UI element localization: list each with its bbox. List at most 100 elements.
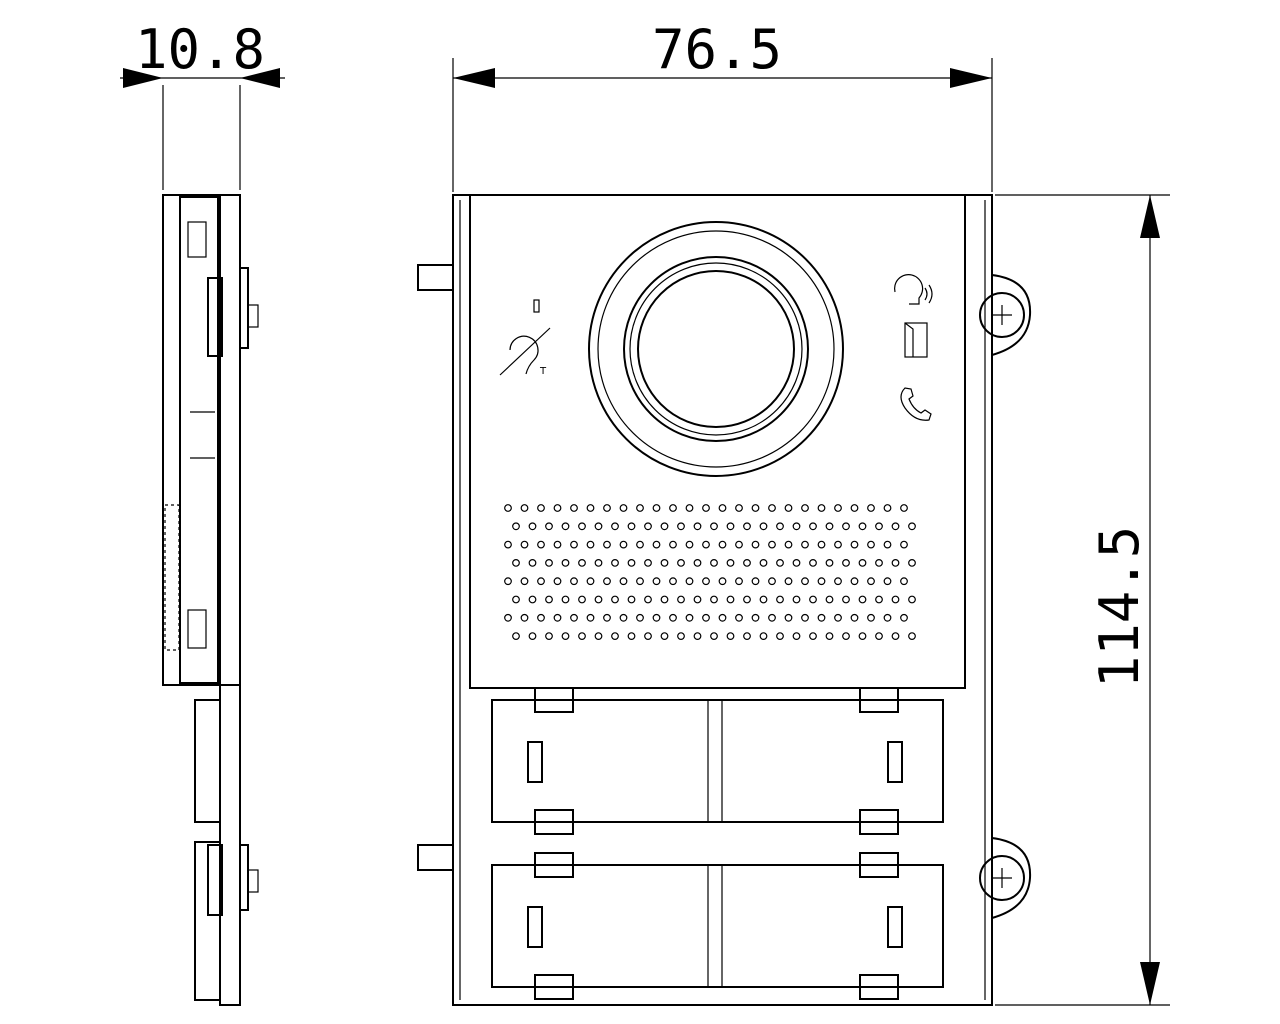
grille-hole [677,559,685,567]
name-label-slot [887,906,903,948]
grille-hole [900,540,908,549]
grille-hole [570,613,578,622]
grille-hole [561,522,570,531]
speaker-grille [504,504,916,640]
grille-hole [825,522,834,531]
grille-hole [792,632,801,640]
grille-hole [726,559,735,567]
grille-hole [883,504,892,512]
grille-hole [693,595,702,604]
grille-hole [586,613,595,622]
button-clip [534,687,574,713]
grille-hole [850,504,859,512]
grille-hole [908,559,916,567]
grille-hole [702,613,710,622]
grille-hole [636,577,644,586]
grille-hole [603,540,611,549]
grille-hole [834,504,842,512]
grille-hole [537,577,545,586]
width-dimension: 76.5 [452,18,993,192]
grille-hole [504,504,512,512]
grille-hole [743,559,751,567]
grille-hole [735,613,743,622]
grille-hole [768,577,776,586]
grille-hole [759,559,768,567]
grille-hole [801,613,809,622]
grille-hole [751,540,760,549]
call-button-pair[interactable] [491,852,944,1000]
grille-hole [751,577,760,586]
name-label-slot [527,906,543,948]
grille-hole [842,559,850,567]
grille-hole [685,540,694,549]
grille-hole [627,522,636,531]
grille-hole [570,504,578,512]
grille-hole [652,540,661,549]
grille-hole [636,504,644,512]
grille-hole [528,595,537,604]
grille-hole [611,595,619,604]
grille-hole [817,540,826,549]
grille-hole [908,522,916,531]
grille-hole [768,613,776,622]
button-divider [707,699,723,823]
height-label: 114.5 [1088,526,1151,689]
call-button-pair[interactable] [491,687,944,835]
depth-dimension: 10.8 [120,18,285,190]
grille-hole [512,522,520,531]
grille-hole [776,559,784,567]
grille-hole [834,540,842,549]
grille-hole [652,504,661,512]
grille-hole [669,577,677,586]
grille-hole [776,522,784,531]
grille-hole [685,504,694,512]
grille-hole [842,595,850,604]
grille-hole [891,559,900,567]
grille-hole [858,595,867,604]
grille-hole [883,540,892,549]
grille-hole [883,613,892,622]
door-open-icon [904,322,928,358]
button-clip [859,687,899,713]
grille-hole [603,504,611,512]
grille-hole [669,613,677,622]
speaking-icon [893,274,933,305]
grille-hole [718,540,727,549]
grille-hole [652,613,661,622]
grille-hole [561,559,570,567]
grille-hole [759,522,768,531]
grille-hole [784,540,793,549]
button-clip [859,974,899,1000]
grille-hole [553,540,562,549]
grille-hole [677,595,685,604]
grille-hole [850,613,859,622]
grille-hole [578,632,586,640]
grille-hole [858,632,867,640]
front-view: T [417,194,1032,1006]
name-label-slot [887,741,903,783]
grille-hole [611,522,619,531]
grille-hole [504,577,512,586]
grille-hole [669,540,677,549]
grille-hole [561,632,570,640]
hearing-loop-t-label: T [539,366,547,377]
grille-hole [578,559,586,567]
grille-hole [867,613,875,622]
grille-hole [809,559,817,567]
grille-hole [891,595,900,604]
grille-hole [710,595,718,604]
grille-hole [578,522,586,531]
grille-hole [718,577,727,586]
grille-hole [718,504,727,512]
button-clip [859,852,899,878]
grille-hole [603,613,611,622]
screw-icon [979,274,1032,356]
grille-hole [776,632,784,640]
button-frame [491,699,944,823]
grille-hole [726,632,735,640]
button-clip [534,974,574,1000]
grille-hole [537,504,545,512]
grille-hole [883,577,892,586]
side-view [162,194,259,1006]
grille-hole [627,559,636,567]
